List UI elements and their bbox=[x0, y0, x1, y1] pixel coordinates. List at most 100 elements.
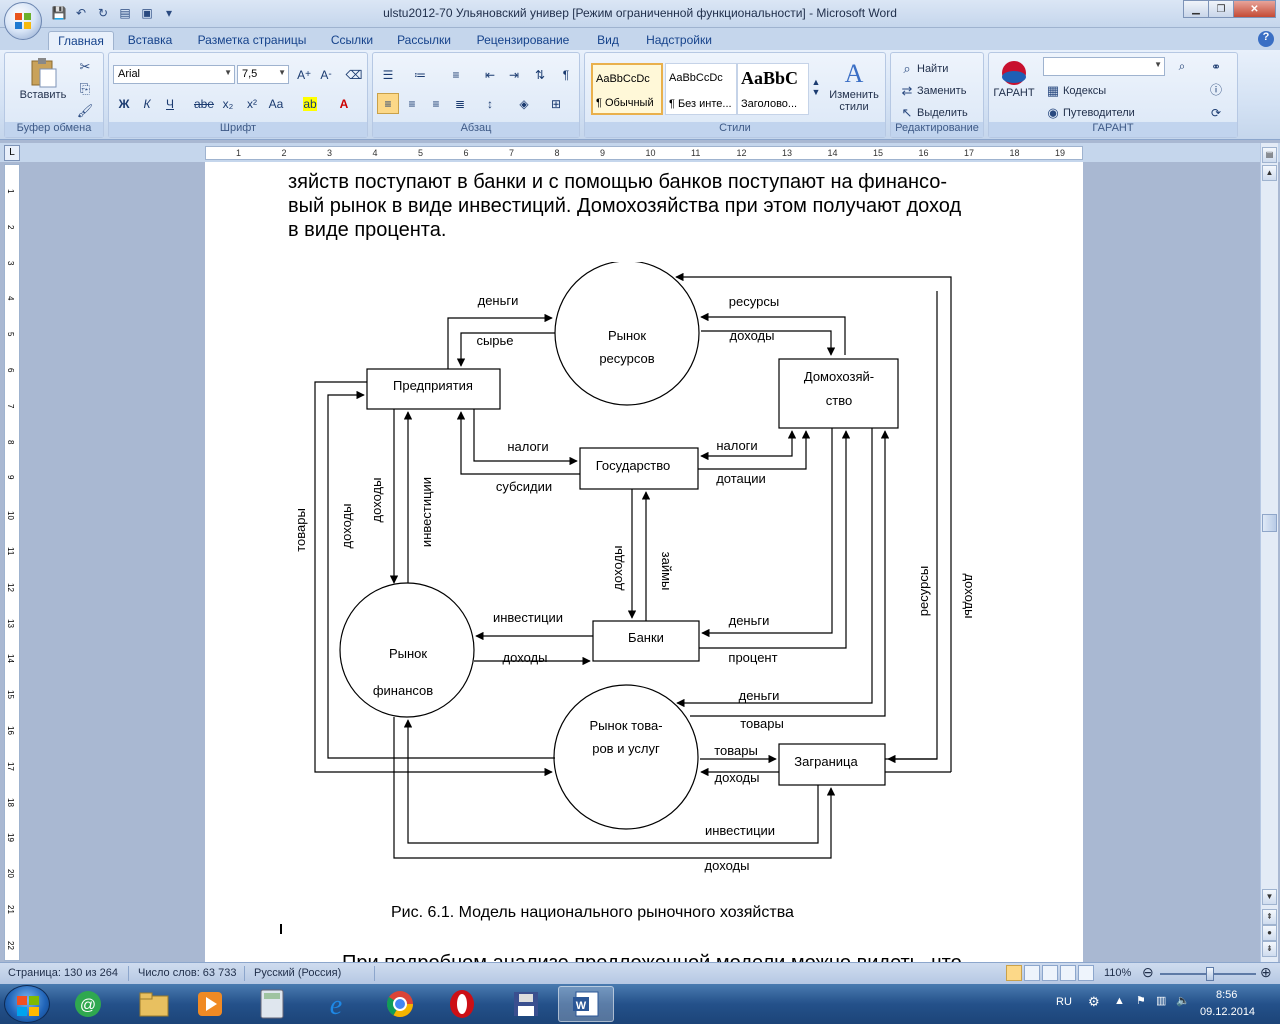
clock-time[interactable]: 8:56 bbox=[1216, 989, 1238, 1001]
taskbar-app-ie[interactable]: e bbox=[308, 986, 364, 1022]
change-styles-button[interactable]: A Изменить стили bbox=[825, 59, 883, 113]
italic-button[interactable]: К bbox=[143, 96, 151, 111]
zoom-slider[interactable] bbox=[1160, 967, 1256, 981]
preview-icon[interactable]: ▣ bbox=[141, 6, 153, 20]
align-left-button[interactable]: ≡ bbox=[377, 93, 399, 114]
word-count-status[interactable]: Число слов: 63 733 bbox=[138, 967, 237, 979]
minimize-button[interactable]: ▁ bbox=[1183, 0, 1209, 18]
format-painter-icon[interactable]: 🖌 bbox=[76, 103, 94, 118]
borders-button[interactable]: ⊞ bbox=[550, 96, 562, 111]
show-marks-button[interactable]: ¶ bbox=[562, 67, 570, 82]
style-heading[interactable]: AaBbC Заголово... bbox=[737, 63, 809, 115]
tab-insert[interactable]: Вставка bbox=[127, 33, 173, 47]
justify-button[interactable]: ≣ bbox=[454, 96, 466, 111]
shrink-font-button[interactable]: A- bbox=[320, 67, 332, 82]
tab-page-layout[interactable]: Разметка страницы bbox=[197, 33, 307, 47]
multilevel-list-button[interactable]: ≡ bbox=[452, 67, 460, 82]
shading-button[interactable]: ◈ bbox=[519, 96, 529, 111]
taskbar-app-calculator[interactable] bbox=[244, 986, 300, 1022]
grow-font-button[interactable]: A+ bbox=[297, 67, 311, 82]
flag-icon[interactable]: ⚑ bbox=[1136, 995, 1146, 1007]
start-button[interactable] bbox=[4, 985, 50, 1023]
garant-button[interactable]: ГАРАНТ bbox=[991, 59, 1037, 99]
qat-dropdown-icon[interactable]: ▾ bbox=[165, 6, 173, 20]
font-color-button[interactable]: A bbox=[339, 96, 349, 111]
help-icon[interactable]: ? bbox=[1258, 31, 1274, 47]
language-status[interactable]: Русский (Россия) bbox=[254, 967, 342, 979]
zoom-level[interactable]: 110% bbox=[1104, 967, 1132, 979]
tab-review[interactable]: Рецензирование bbox=[476, 33, 570, 47]
tray-expand-icon[interactable]: ▲ bbox=[1114, 995, 1125, 1007]
underline-button[interactable]: Ч bbox=[166, 96, 174, 111]
ruler-toggle-icon[interactable]: ▤ bbox=[1262, 147, 1277, 163]
clock-date[interactable]: 09.12.2014 bbox=[1200, 1006, 1256, 1018]
numbering-button[interactable]: ≔ bbox=[414, 67, 426, 82]
scroll-up-button[interactable]: ▲ bbox=[1262, 165, 1277, 181]
styles-scroll-button[interactable]: ▲▼ bbox=[811, 77, 821, 97]
paste-button[interactable]: Вставить bbox=[13, 57, 73, 101]
taskbar-app-email[interactable]: @ bbox=[60, 986, 116, 1022]
sort-button[interactable]: ⇅ bbox=[534, 67, 546, 82]
next-page-button[interactable]: ⇟ bbox=[1262, 941, 1277, 957]
zoom-slider-thumb[interactable] bbox=[1206, 967, 1214, 981]
document-page[interactable]: зяйств поступают в банки и с помощью бан… bbox=[205, 162, 1083, 962]
body-paragraph[interactable]: зяйств поступают в банки и с помощью бан… bbox=[288, 170, 1008, 242]
decrease-indent-button[interactable]: ⇤ bbox=[484, 67, 496, 82]
network-icon[interactable]: ▥ bbox=[1156, 995, 1167, 1007]
tab-selector[interactable]: L bbox=[4, 145, 20, 161]
taskbar-app-save[interactable] bbox=[498, 986, 554, 1022]
taskbar-app-opera[interactable] bbox=[434, 986, 490, 1022]
tab-view[interactable]: Вид bbox=[597, 33, 619, 47]
guides-button[interactable]: ◉Путеводители bbox=[1043, 103, 1135, 123]
font-name-select[interactable]: Arial▼ bbox=[113, 65, 235, 84]
taskbar-app-chrome[interactable] bbox=[372, 986, 428, 1022]
line-spacing-button[interactable]: ↕ bbox=[487, 96, 493, 111]
office-button[interactable] bbox=[4, 2, 42, 40]
scroll-down-button[interactable]: ▼ bbox=[1262, 889, 1277, 905]
undo-icon[interactable]: ↶ bbox=[75, 6, 87, 20]
tab-references[interactable]: Ссылки bbox=[330, 33, 374, 47]
draft-view-icon[interactable] bbox=[1078, 965, 1094, 981]
strikethrough-button[interactable]: abe bbox=[193, 96, 215, 111]
increase-indent-button[interactable]: ⇥ bbox=[508, 67, 520, 82]
copy-icon[interactable]: ⎘ bbox=[79, 81, 91, 96]
style-normal[interactable]: AaBbCcDc ¶ Обычный bbox=[591, 63, 663, 115]
bullets-button[interactable]: ☰ bbox=[382, 67, 394, 82]
style-no-spacing[interactable]: AaBbCcDc ¶ Без инте... bbox=[665, 63, 737, 115]
zoom-out-button[interactable]: ⊖ bbox=[1142, 964, 1154, 980]
outline-view-icon[interactable] bbox=[1060, 965, 1076, 981]
replace-button[interactable]: ⇄Заменить bbox=[897, 81, 967, 101]
network-status-icon[interactable]: ⚙ bbox=[1088, 994, 1100, 1009]
taskbar-app-media[interactable] bbox=[182, 986, 238, 1022]
volume-icon[interactable]: 🔈 bbox=[1176, 995, 1190, 1007]
taskbar-app-explorer[interactable] bbox=[126, 986, 182, 1022]
garant-search-field[interactable]: ▼ bbox=[1043, 57, 1165, 76]
scroll-thumb[interactable] bbox=[1262, 514, 1277, 532]
full-screen-view-icon[interactable] bbox=[1024, 965, 1040, 981]
web-layout-view-icon[interactable] bbox=[1042, 965, 1058, 981]
print-layout-view-icon[interactable] bbox=[1006, 965, 1022, 981]
taskbar-app-word[interactable]: W bbox=[558, 986, 614, 1022]
find-button[interactable]: ⌕Найти bbox=[897, 59, 948, 79]
print-icon[interactable]: ▤ bbox=[119, 6, 131, 20]
codes-button[interactable]: ▦Кодексы bbox=[1043, 81, 1106, 101]
close-button[interactable]: ✕ bbox=[1233, 0, 1276, 18]
select-button[interactable]: ↖Выделить bbox=[897, 103, 968, 123]
page-count-status[interactable]: Страница: 130 из 264 bbox=[8, 967, 118, 979]
garant-search-icon[interactable]: ⌕ bbox=[1178, 59, 1186, 73]
cut-icon[interactable]: ✂ bbox=[79, 59, 91, 74]
browse-object-button[interactable]: ● bbox=[1262, 925, 1277, 941]
tab-addins[interactable]: Надстройки bbox=[646, 33, 712, 47]
highlight-button[interactable]: ab bbox=[303, 96, 317, 111]
input-language[interactable]: RU bbox=[1056, 996, 1072, 1008]
garant-link-icon[interactable]: ⚭ bbox=[1210, 59, 1222, 74]
vertical-scrollbar[interactable]: ▤ ▲ ▼ ⇞ ● ⇟ bbox=[1260, 143, 1278, 962]
tab-home[interactable]: Главная bbox=[48, 31, 114, 50]
garant-update-icon[interactable]: ⟳ bbox=[1210, 105, 1222, 120]
clear-format-button[interactable]: ⌫ bbox=[345, 67, 363, 82]
garant-info-icon[interactable]: ⓘ bbox=[1209, 83, 1222, 97]
align-right-button[interactable]: ≡ bbox=[432, 96, 440, 111]
subscript-button[interactable]: x₂ bbox=[222, 96, 234, 111]
